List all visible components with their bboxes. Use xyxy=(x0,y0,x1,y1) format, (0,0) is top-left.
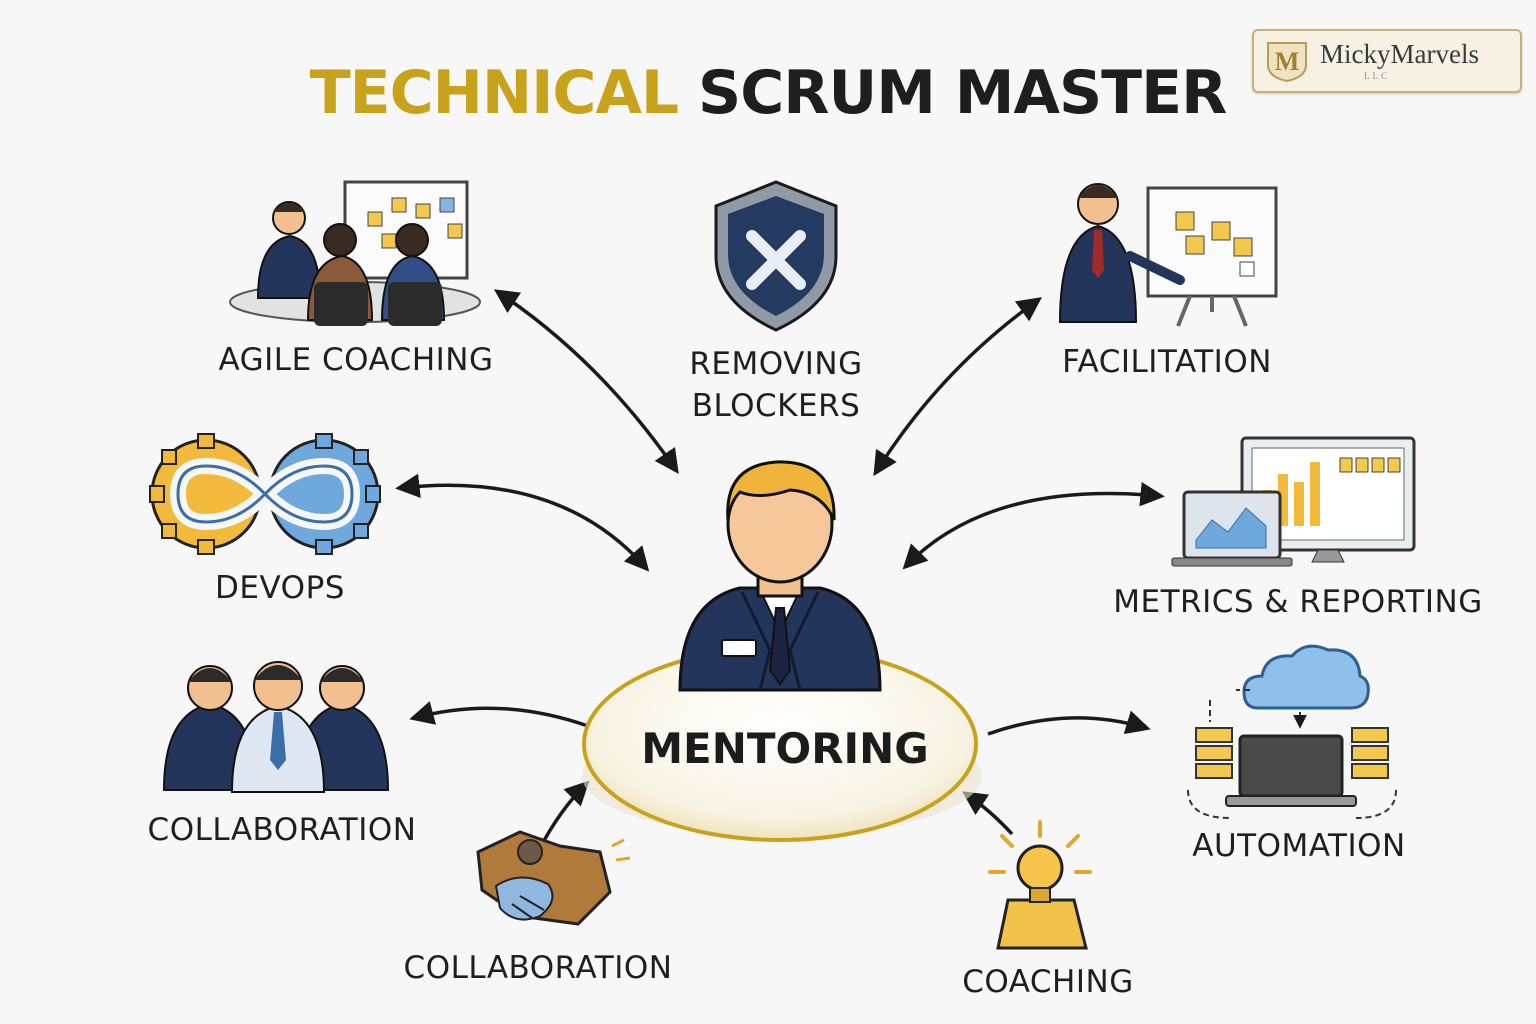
scrum-master-avatar xyxy=(678,460,882,692)
logo-emblem: M xyxy=(1267,42,1307,83)
arrow-metrics xyxy=(902,481,1165,570)
logo-letter: M xyxy=(1275,47,1300,76)
metrics-dashboard-icon xyxy=(1171,436,1416,567)
agile-coaching-icon xyxy=(229,180,481,326)
node-label-agile-coaching: AGILE COACHING xyxy=(218,342,494,378)
mentoring-platform xyxy=(582,646,982,842)
arrow-agile-coaching xyxy=(493,289,679,475)
logo-sub-text: LLC xyxy=(1364,71,1390,81)
arrow-collaboration-team xyxy=(409,701,589,728)
node-label-collaboration-handshake: COLLABORATION xyxy=(403,950,673,986)
lightbulb-idea-icon xyxy=(988,820,1092,950)
devops-infinity-icon xyxy=(149,433,381,555)
facilitation-icon xyxy=(1058,183,1278,327)
node-label-removing-blockers-2: BLOCKERS xyxy=(691,388,861,424)
arrow-coaching xyxy=(961,791,1014,836)
arrow-facilitation xyxy=(873,297,1042,477)
logo-brand-text: MickyMarvels xyxy=(1320,39,1479,69)
node-label-automation: AUTOMATION xyxy=(1192,828,1406,864)
node-label-devops: DEVOPS xyxy=(215,570,345,606)
arrow-collaboration-handshake xyxy=(538,780,590,849)
title-main: SCRUM MASTER xyxy=(698,58,1227,128)
handshake-puzzle-icon xyxy=(476,830,631,926)
node-label-facilitation: FACILITATION xyxy=(1062,344,1272,380)
shield-x-icon xyxy=(714,180,838,332)
title-accent: TECHNICAL xyxy=(309,58,679,128)
brand-logo: M MickyMarvels LLC xyxy=(1252,29,1522,93)
node-label-removing-blockers-1: REMOVING xyxy=(689,346,863,382)
node-label-metrics-reporting: METRICS & REPORTING xyxy=(1113,584,1483,620)
node-label-coaching: COACHING xyxy=(962,964,1134,1000)
arrow-automation xyxy=(987,710,1151,736)
connector-arrows xyxy=(395,289,1165,849)
center-label-mentoring: MENTORING xyxy=(641,724,929,773)
team-people-icon xyxy=(162,661,390,793)
arrow-devops xyxy=(395,473,650,572)
cloud-automation-icon xyxy=(1187,644,1397,819)
diagram-title: TECHNICAL SCRUM MASTER xyxy=(0,58,1536,128)
node-label-collaboration-team: COLLABORATION xyxy=(147,812,417,848)
